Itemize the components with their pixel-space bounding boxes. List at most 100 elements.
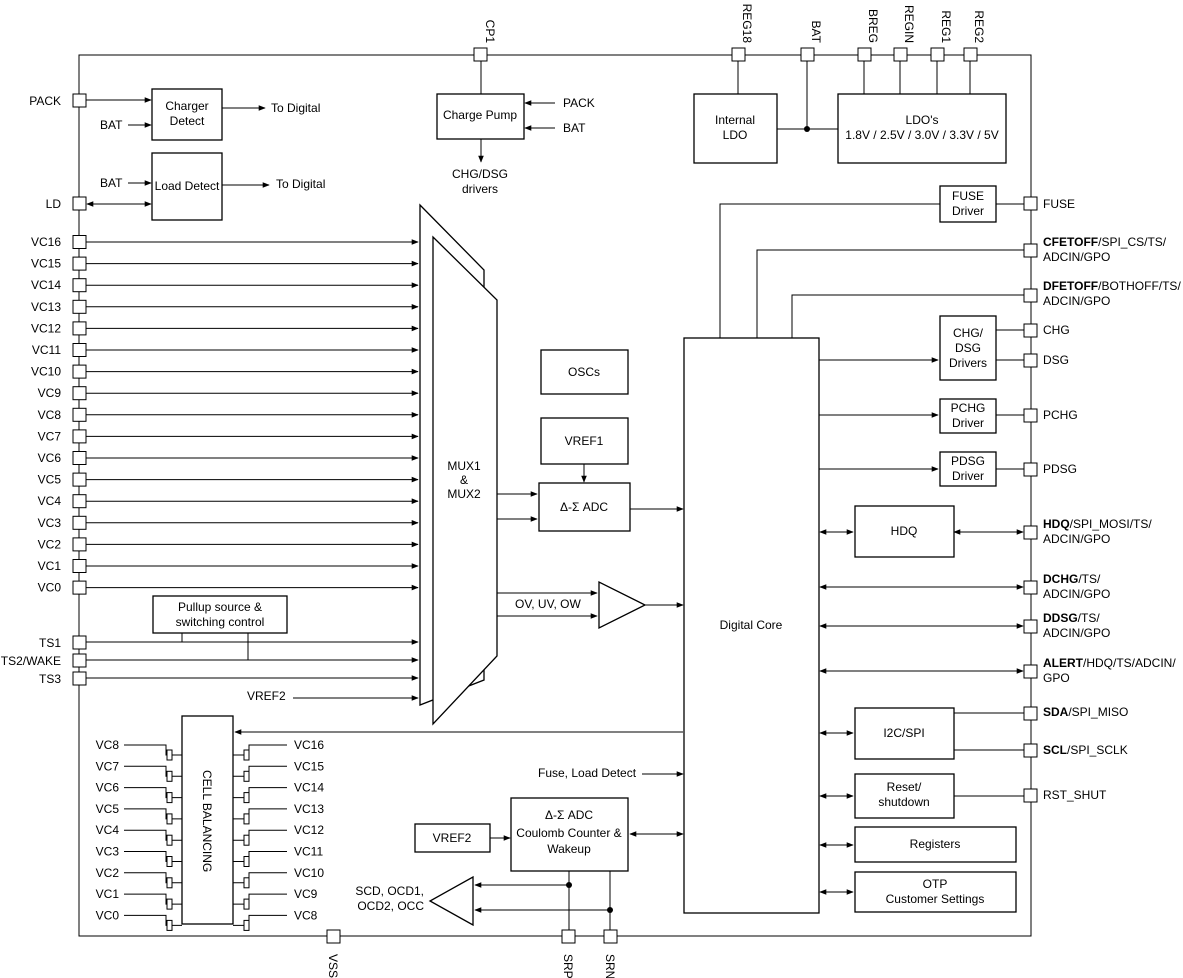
pin-pchg-label: PCHG (1043, 408, 1078, 422)
adc-block (538, 482, 631, 532)
balance-fet (166, 898, 173, 910)
ldos-block (837, 93, 1007, 164)
balance-fet (166, 770, 173, 782)
pin-srn-label: SRN (603, 954, 617, 978)
i2c-spi-label: I2C/SPI (883, 726, 924, 740)
pin-vc-1 (72, 256, 87, 271)
registers-block (854, 826, 1017, 863)
pin-cp1-label: CP1 (483, 20, 497, 44)
balance-switch (233, 787, 287, 799)
pin-dchg-bold: DCHG (1043, 572, 1078, 586)
balance-fet (166, 749, 173, 761)
balance-switch (124, 787, 182, 799)
pin-bat (800, 47, 815, 62)
pin-vc-5 (72, 343, 87, 357)
balance-fet (243, 813, 250, 825)
pin-sda-bold: SDA (1043, 705, 1069, 719)
pin-vc-10 (72, 451, 87, 465)
pin-chg-label: CHG (1043, 323, 1070, 337)
pchg-driver-block (939, 398, 997, 434)
pin-dsg-label: DSG (1043, 353, 1069, 367)
i2c-spi-block (854, 707, 955, 760)
cell-balancing-switches: VC8VC7VC6VC5VC4VC3VC2VC1VC0VC16VC15VC14V… (96, 738, 324, 931)
pin-vc-label: VC15 (31, 257, 61, 271)
cb-left-label: VC4 (96, 823, 120, 837)
balance-switch (233, 765, 287, 777)
cell-balancing-block (181, 715, 234, 925)
balance-switch (233, 872, 287, 884)
pin-scl (1023, 743, 1038, 758)
scd-line2: OCD2, OCC (357, 899, 424, 913)
balance-switch (124, 893, 182, 905)
mux-line3: MUX2 (447, 487, 481, 501)
pin-cfetoff-bold: CFETOFF (1043, 235, 1098, 249)
cb-right-label: VC12 (294, 823, 324, 837)
chg-dsg-line1: CHG/ (953, 326, 984, 340)
pin-scl-label: SCL/SPI_SCLK (1043, 743, 1128, 757)
cb-right-label: VC14 (294, 781, 324, 795)
internal-ldo-line2: LDO (723, 128, 748, 142)
balance-switch (233, 851, 287, 862)
comparator-ov (598, 580, 647, 630)
chg-dsg-line3: Drivers (949, 356, 987, 370)
pin-breg (857, 47, 872, 62)
pin-srp-label: SRP (561, 954, 575, 978)
load-bat-label: BAT (100, 176, 123, 190)
charge-pump-label: Charge Pump (443, 108, 517, 122)
internal-ldo-block (693, 93, 778, 164)
pin-cfetoff (1023, 243, 1038, 258)
pin-vc-6 (72, 364, 87, 379)
pin-dfetoff-bold: DFETOFF (1043, 279, 1098, 293)
load-detect-block (151, 152, 223, 221)
comparator-scd (428, 875, 474, 927)
pin-rst (1023, 788, 1038, 803)
otp-line2: Customer Settings (886, 892, 985, 906)
cp-pack-label: PACK (563, 96, 595, 110)
pin-rst-label: RST_SHUT (1043, 788, 1107, 802)
pin-vc-label: VC4 (38, 494, 62, 508)
balance-switch (124, 851, 182, 862)
pchg-line1: PCHG (951, 401, 986, 415)
pin-ts2 (72, 653, 87, 668)
vref2-block-label: VREF2 (433, 831, 472, 845)
cb-left-label: VC6 (96, 781, 120, 795)
pin-vc-15 (72, 559, 87, 573)
reset-line1: Reset/ (887, 780, 922, 794)
pchg-line2: Driver (952, 416, 984, 430)
pin-vc-label: VC1 (38, 559, 62, 573)
pin-vc-3 (72, 299, 87, 314)
scd-line1: SCD, OCD1, (355, 884, 424, 898)
right-pins: FUSE CFETOFF/SPI_CS/TS/ ADCIN/GPO DFETOF… (1023, 196, 1181, 803)
cp-bat-label: BAT (563, 121, 586, 135)
pin-cfetoff-label2: ADCIN/GPO (1043, 250, 1110, 264)
pin-dfetoff-label2: ADCIN/GPO (1043, 294, 1110, 308)
balance-fet (166, 856, 173, 867)
load-detect-label: Load Detect (155, 179, 220, 193)
balance-switch (124, 765, 182, 777)
balance-fet (166, 792, 173, 804)
pin-ts1 (72, 635, 87, 650)
pin-vc-4 (72, 321, 87, 336)
pin-vc-0 (72, 235, 87, 249)
cb-left-label: VC3 (96, 845, 120, 859)
pin-hdq (1023, 525, 1038, 540)
balance-fet (166, 834, 173, 846)
cc-adc-line2: Coulomb Counter & (516, 826, 621, 840)
pullup-line2: switching control (176, 615, 265, 629)
reset-block (854, 773, 955, 819)
charger-detect-line2: Detect (170, 114, 205, 128)
balance-switch (124, 914, 182, 926)
cb-left-label: VC7 (96, 759, 120, 773)
pin-vc-label: VC2 (38, 537, 62, 551)
pin-ddsg-label: DDSG/TS/ (1043, 611, 1100, 625)
pin-alert-label: ALERT/HDQ/TS/ADCIN/ (1043, 656, 1176, 670)
balance-switch (124, 744, 182, 756)
pullup-block (152, 595, 288, 634)
charger-detect-block (151, 88, 223, 141)
digital-core-block (683, 337, 820, 914)
pin-vc-11 (72, 472, 87, 487)
cb-left-label: VC2 (96, 866, 120, 880)
balance-switch (124, 829, 182, 841)
pin-bat-label: BAT (809, 21, 823, 44)
pin-pchg (1023, 408, 1038, 423)
